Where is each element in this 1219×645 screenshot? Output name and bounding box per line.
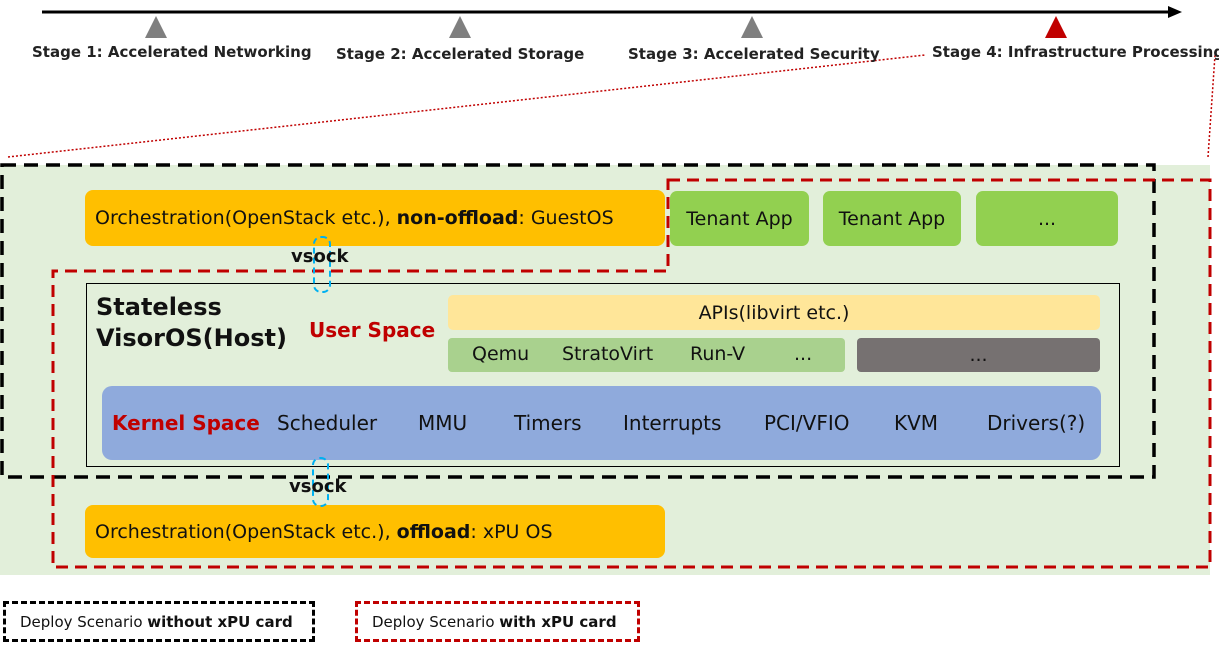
- vsock-label-top: vsock: [291, 246, 349, 267]
- vsock-connector-top: [313, 236, 331, 293]
- tenant-app-box-more: ...: [976, 191, 1118, 246]
- orchestration-offload-box: Orchestration(OpenStack etc.), offload :…: [85, 505, 665, 558]
- orch-non-offload-bold: non-offload: [396, 207, 519, 229]
- zoom-line-left: [7, 54, 926, 158]
- zoom-line-right: [1207, 54, 1216, 158]
- vmm-box: Qemu StratoVirt Run-V ...: [448, 338, 845, 372]
- stage-2-marker: [449, 16, 471, 38]
- vmm-run-v: Run-V: [690, 343, 746, 365]
- stage-3-marker: [741, 16, 763, 38]
- kernel-item-timers: Timers: [514, 411, 582, 435]
- stage-2-label: Stage 2: Accelerated Storage: [336, 45, 585, 63]
- timeline: [7, 6, 1216, 158]
- tenant-app-box-2: Tenant App: [823, 191, 961, 246]
- kernel-item-interrupts: Interrupts: [623, 411, 722, 435]
- vsock-connector-bottom: [312, 457, 329, 507]
- orch-offload-bold: offload: [396, 520, 471, 543]
- user-space-label: User Space: [309, 318, 436, 342]
- apis-box: APIs(libvirt etc.): [448, 295, 1100, 330]
- kernel-item-drivers: Drivers(?): [987, 411, 1086, 435]
- orch-non-offload-suffix: : GuestOS: [518, 207, 614, 229]
- legend-without-bold: without xPU card: [147, 612, 293, 631]
- visoros-host-box: [86, 283, 1120, 467]
- tenant-app-box-1: Tenant App: [670, 191, 809, 246]
- vmm-more: ...: [794, 343, 813, 365]
- vsock-label-bottom: vsock: [289, 476, 347, 497]
- host-title: Stateless VisorOS(Host): [96, 292, 287, 354]
- stage-1-marker: [145, 16, 167, 38]
- legend-without-prefix: Deploy Scenario: [20, 612, 148, 631]
- scenario-without-xpu-outline: [0, 163, 1156, 479]
- host-title-line1: Stateless: [96, 293, 222, 321]
- orch-offload-prefix: Orchestration(OpenStack etc.),: [95, 520, 397, 543]
- kernel-item-pci-vfio: PCI/VFIO: [764, 411, 850, 435]
- stage-4-label: Stage 4: Infrastructure Processing: [932, 43, 1219, 61]
- legend-with-xpu: Deploy Scenario with xPU card: [355, 601, 640, 642]
- kernel-space-box: Kernel Space Scheduler MMU Timers Interr…: [102, 386, 1101, 460]
- stage-3-label: Stage 3: Accelerated Security: [628, 45, 880, 63]
- scenario-with-xpu-outline: [51, 178, 1212, 569]
- kernel-item-kvm: KVM: [894, 411, 939, 435]
- legend-with-prefix: Deploy Scenario: [372, 612, 500, 631]
- kernel-item-mmu: MMU: [418, 411, 468, 435]
- legend-with-bold: with xPU card: [499, 612, 617, 631]
- kernel-item-scheduler: Scheduler: [277, 411, 378, 435]
- stage-1-label: Stage 1: Accelerated Networking: [32, 43, 312, 61]
- stage-4-marker: [1045, 16, 1067, 38]
- grey-more-box: ...: [857, 338, 1100, 372]
- orch-offload-suffix: : xPU OS: [470, 520, 553, 543]
- legend-without-xpu: Deploy Scenario without xPU card: [3, 601, 315, 642]
- kernel-space-label: Kernel Space: [112, 411, 260, 435]
- timeline-arrowhead: [1168, 6, 1182, 18]
- vmm-qemu: Qemu: [472, 343, 530, 365]
- host-title-line2: VisorOS(Host): [96, 324, 287, 352]
- vmm-stratovirt: StratoVirt: [562, 343, 654, 365]
- orch-non-offload-prefix: Orchestration(OpenStack etc.),: [95, 207, 397, 229]
- orchestration-non-offload-box: Orchestration(OpenStack etc.), non-offlo…: [85, 190, 665, 246]
